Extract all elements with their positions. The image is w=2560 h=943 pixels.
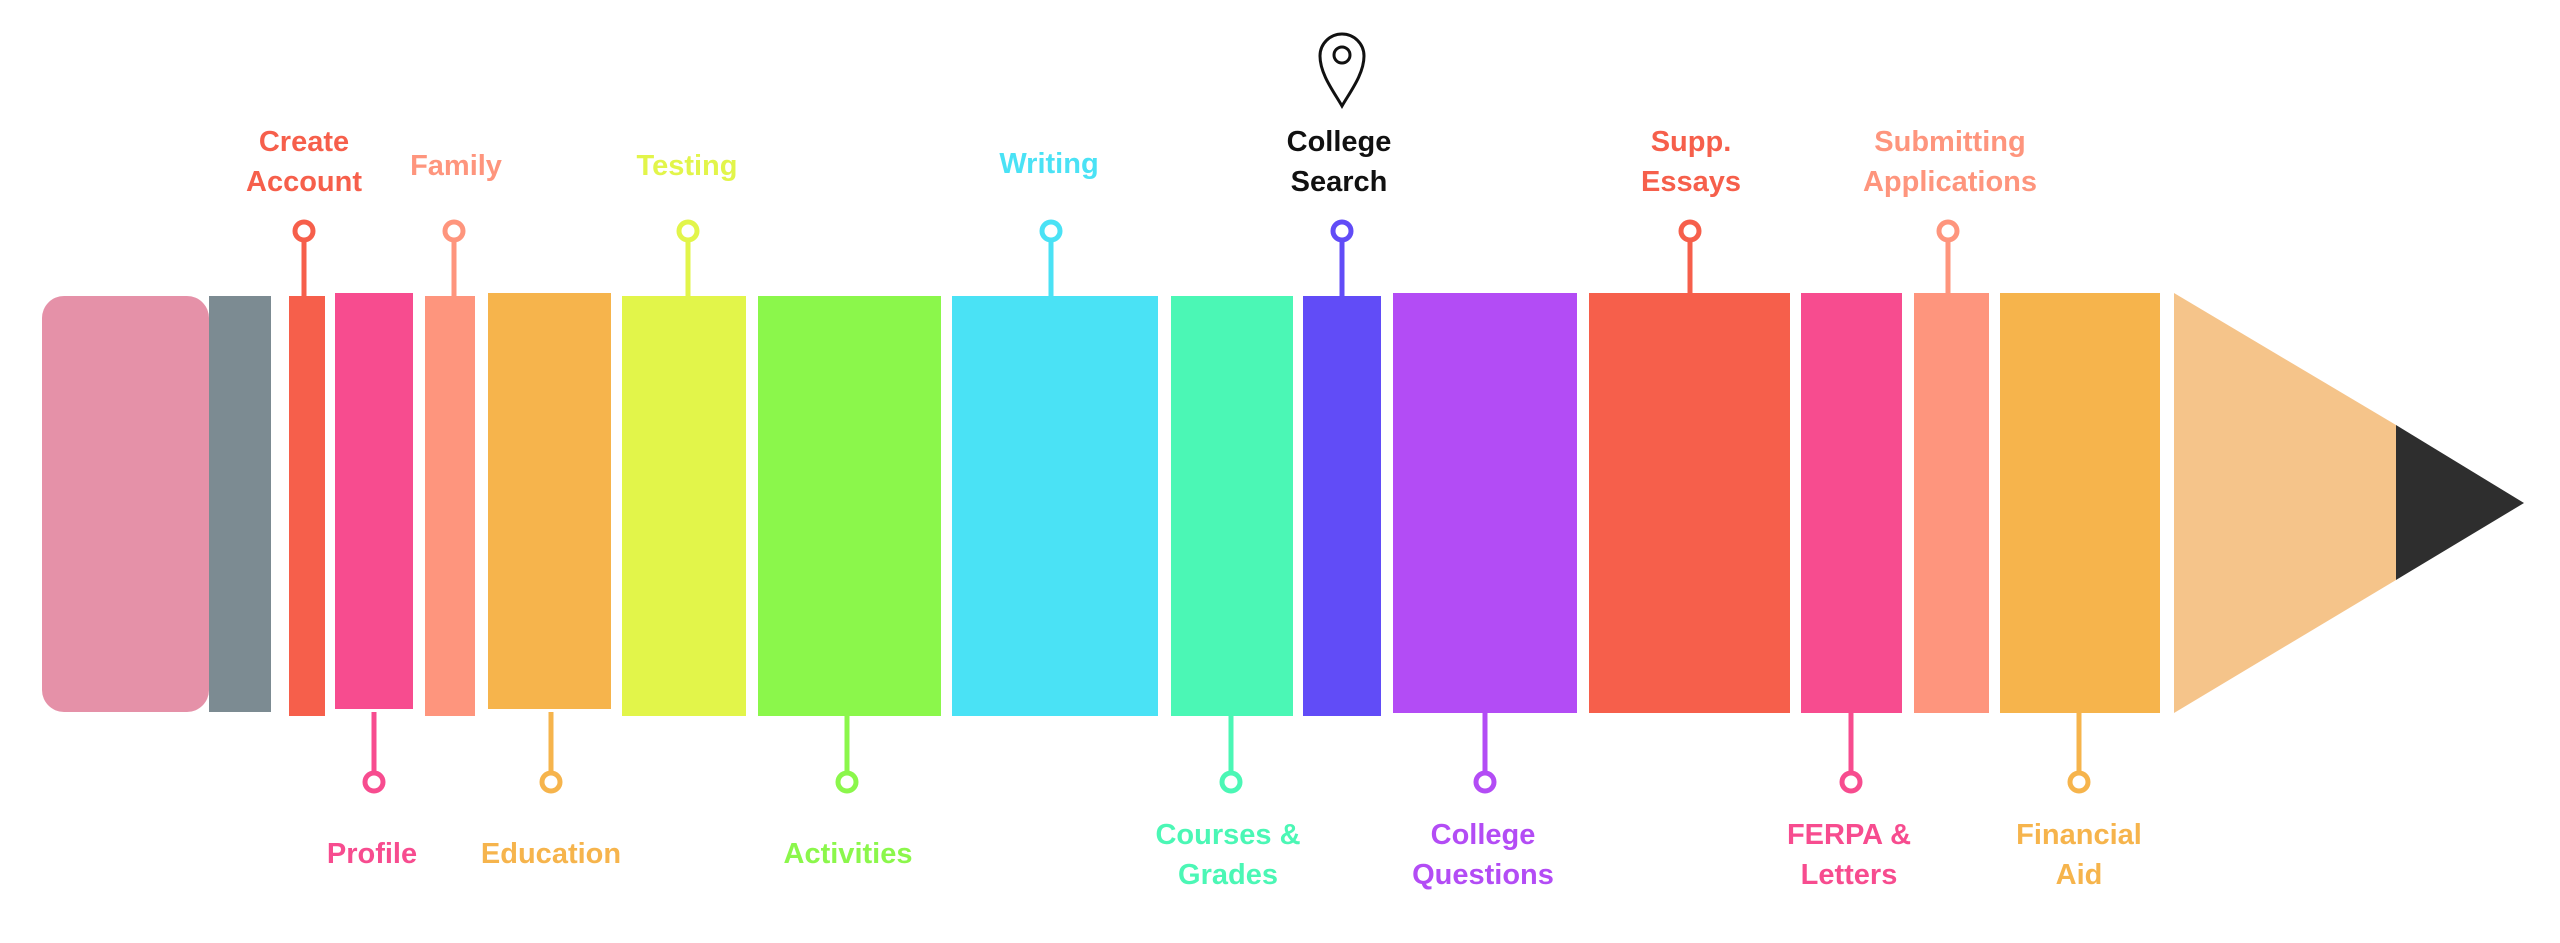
pin-stem <box>1482 712 1488 774</box>
label-courses-grades: Courses & Grades <box>1155 819 1301 891</box>
pin-dot <box>1678 219 1702 243</box>
pin-dot <box>1473 770 1497 794</box>
segment-supp-essays <box>1589 293 1790 713</box>
pencil-eraser <box>42 296 209 712</box>
segment-family <box>425 296 475 716</box>
pin-dot <box>1839 770 1863 794</box>
pin-stem <box>844 714 850 774</box>
label-college-search: College Search <box>1286 126 1392 198</box>
pin-dot <box>539 770 563 794</box>
label-education: Education <box>480 838 622 870</box>
label-college-questions: College Questions <box>1412 819 1554 891</box>
map-pin-icon <box>1318 32 1366 110</box>
label-writing: Writing <box>999 148 1099 180</box>
pin-stem <box>2076 712 2082 774</box>
pencil-ferrule <box>209 296 271 712</box>
label-testing: Testing <box>636 150 738 182</box>
pin-dot <box>2067 770 2091 794</box>
segment-education <box>488 293 611 709</box>
pin-stem <box>548 712 554 774</box>
pin-stem <box>1848 712 1854 774</box>
pin-dot <box>362 770 386 794</box>
pin-dot <box>1330 219 1354 243</box>
pin-stem <box>685 238 691 296</box>
pencil-wood <box>2174 293 2396 713</box>
pin-stem <box>1339 238 1345 296</box>
pin-stem <box>371 712 377 774</box>
pin-dot <box>1039 219 1063 243</box>
pin-stem <box>1945 238 1951 294</box>
pin-stem <box>1228 714 1234 774</box>
pin-dot <box>835 770 859 794</box>
pin-dot <box>1936 219 1960 243</box>
label-activities: Activities <box>783 838 913 870</box>
segment-testing <box>622 296 746 716</box>
segment-activities <box>758 296 941 716</box>
segment-financial-aid <box>2000 293 2160 713</box>
segment-profile <box>335 293 413 709</box>
label-create-account: Create Account <box>246 126 362 198</box>
label-profile: Profile <box>326 838 418 870</box>
pencil-graphite <box>2396 425 2524 580</box>
pin-dot <box>442 219 466 243</box>
segment-ferpa-letters <box>1801 293 1902 713</box>
label-ferpa-letters: FERPA & Letters <box>1786 819 1912 891</box>
pin-dot <box>1219 770 1243 794</box>
label-family: Family <box>410 150 502 182</box>
segment-create-account <box>289 296 325 716</box>
segment-submitting-applications <box>1914 293 1989 713</box>
segment-writing <box>952 296 1158 716</box>
label-supp-essays: Supp. Essays <box>1641 126 1741 198</box>
pin-dot <box>676 219 700 243</box>
pin-stem <box>451 238 457 296</box>
pin-stem <box>1687 238 1693 294</box>
segment-college-questions <box>1393 293 1577 713</box>
segment-courses-grades <box>1171 296 1293 716</box>
pin-stem <box>1048 238 1054 296</box>
pin-dot <box>292 219 316 243</box>
label-financial-aid: Financial Aid <box>2016 819 2142 891</box>
pin-stem <box>301 238 307 296</box>
label-submitting-applications: Submitting Applications <box>1862 126 2038 198</box>
segment-college-search <box>1303 296 1381 716</box>
